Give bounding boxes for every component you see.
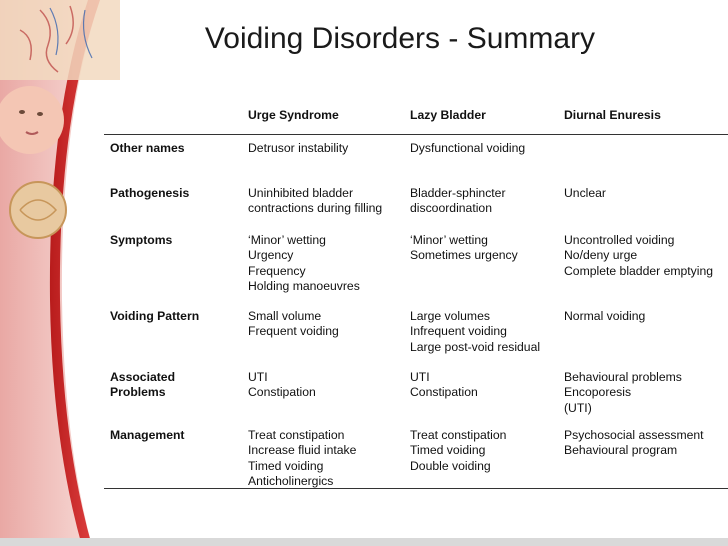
cell-text-line: Large volumes: [410, 309, 490, 323]
cell-text-line: Large post-void residual: [410, 339, 541, 354]
cell-text-line: Frequency: [248, 263, 306, 278]
row-label: Pathogenesis: [110, 186, 189, 201]
cell-text-line: Symptoms: [110, 233, 173, 247]
cell-text-line: Double voiding: [410, 458, 491, 473]
cell-text-line: No/deny urge: [564, 248, 638, 263]
anatomy-organ: [9, 181, 67, 239]
cell-text-line: Complete bladder emptying: [564, 263, 714, 278]
cell-text-line: Timed voiding: [410, 443, 486, 458]
cell-text-line: Anticholinergics: [248, 474, 334, 489]
bottom-divider: [104, 488, 728, 489]
cell-text-line: Bladder-sphincter: [410, 186, 506, 200]
cell-text-line: ‘Minor’ wetting: [248, 233, 326, 247]
cell-text-line: Unclear: [564, 186, 606, 200]
cell-text-line: Uninhibited bladder: [248, 186, 354, 200]
cell-text-line: Increase fluid intake: [248, 443, 357, 458]
red-swoosh: [49, 0, 100, 546]
cell-text-line: Constipation: [248, 385, 316, 400]
table-header-row: Urge Syndrome Lazy Bladder Diurnal Enure…: [104, 108, 728, 124]
row-label: Voiding Pattern: [110, 309, 199, 324]
header-divider: [104, 134, 728, 135]
cell-text-line: (UTI): [564, 400, 592, 415]
cell-text-line: ‘Minor’ wetting: [410, 233, 488, 247]
cell-text-line: Sometimes urgency: [410, 248, 518, 263]
cell-text-line: Small volume: [248, 309, 322, 323]
column-header-urge-syndrome: Urge Syndrome: [248, 108, 339, 122]
cell-text-line: Problems: [110, 385, 166, 400]
anatomy-sketch: [0, 0, 120, 80]
lazy-bladder-cell: Dysfunctional voiding: [410, 141, 525, 156]
page-title: Voiding Disorders - Summary: [204, 22, 596, 55]
cell-text-line: Normal voiding: [564, 309, 646, 323]
cell-text-line: Other names: [110, 141, 185, 155]
diurnal-enuresis-cell: Unclear: [564, 186, 606, 201]
cell-text-line: UTI: [248, 370, 268, 384]
column-header-diurnal-enuresis: Diurnal Enuresis: [564, 108, 661, 122]
urge-syndrome-cell: Detrusor instability: [248, 141, 348, 156]
cell-text-line: Psychosocial assessment: [564, 428, 704, 442]
cell-text-line: Uncontrolled voiding: [564, 233, 675, 247]
cell-text-line: Treat constipation: [248, 428, 345, 442]
baby-face: [0, 86, 64, 154]
cell-text-line: Pathogenesis: [110, 186, 190, 200]
row-label: Management: [110, 428, 185, 443]
cell-text-line: Encoporesis: [564, 385, 632, 400]
cell-text-line: UTI: [410, 370, 430, 384]
cell-text-line: Holding manoeuvres: [248, 279, 360, 294]
cell-text-line: Frequent voiding: [248, 324, 339, 339]
cell-text-line: Dysfunctional voiding: [410, 141, 526, 155]
row-label: Other names: [110, 141, 185, 156]
diurnal-enuresis-cell: Normal voiding: [564, 309, 645, 324]
cell-text-line: Timed voiding: [248, 458, 324, 473]
cell-text-line: Behavioural problems: [564, 370, 682, 384]
cell-text-line: Constipation: [410, 385, 478, 400]
cell-text-line: Behavioural program: [564, 443, 678, 458]
cell-text-line: Infrequent voiding: [410, 324, 507, 339]
cell-text-line: Voiding Pattern: [110, 309, 200, 323]
cell-text-line: Detrusor instability: [248, 141, 349, 155]
cell-text-line: Treat constipation: [410, 428, 507, 442]
row-label: Symptoms: [110, 233, 172, 248]
cell-text-line: Urgency: [248, 248, 294, 263]
cell-text-line: contractions during filling: [248, 201, 383, 216]
cell-text-line: Associated: [110, 370, 176, 384]
footer-bar: [0, 538, 728, 546]
cell-text-line: discoordination: [410, 201, 492, 216]
cell-text-line: Management: [110, 428, 185, 442]
column-header-lazy-bladder: Lazy Bladder: [410, 108, 486, 122]
decorative-illustration: [0, 0, 120, 546]
